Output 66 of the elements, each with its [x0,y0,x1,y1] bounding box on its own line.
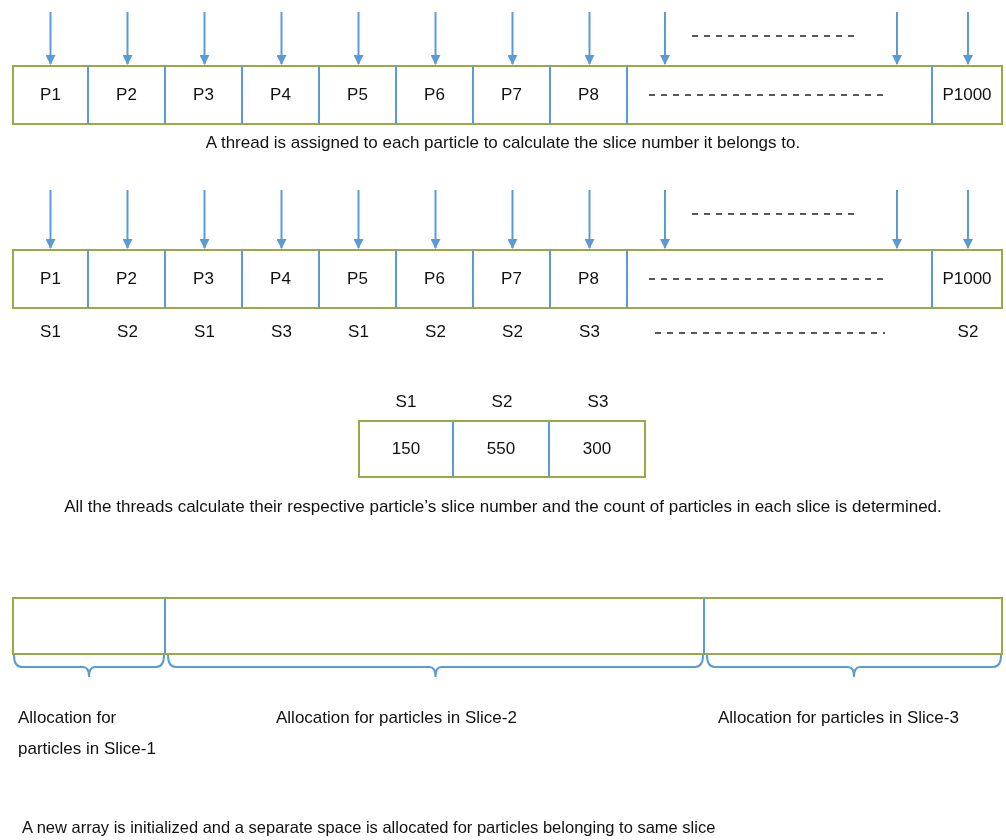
arrow [507,11,518,65]
array-cell: P1 [12,65,89,125]
arrow [353,189,364,249]
array-segment [12,597,166,655]
slice-label: S1 [193,322,216,342]
caption-text: A thread is assigned to each particle to calculate the slice number it belongs to. [204,132,802,154]
slice-header: S1 [394,392,418,412]
array-cell: P4 [243,249,320,309]
caption-text: A new array is initialized and a separate space is allocated for particles belonging to same slice [22,817,717,838]
array-cell [628,65,933,125]
arrow [45,189,56,249]
slice-label: S3 [578,322,601,342]
array-cell: P1 [12,249,89,309]
slice-label: S2 [116,322,139,342]
allocation-label: Allocation for particles in Slice-1 [18,707,157,760]
array-cell: P3 [166,249,243,309]
array-cell: P6 [397,249,474,309]
slice-label: S2 [424,322,447,342]
arrow [660,11,670,65]
arrow [430,11,441,65]
allocation-label: Allocation for particles in Slice-3 [718,707,960,729]
arrow [276,189,287,249]
array-cell: P5 [320,65,397,125]
array-cell: P7 [474,249,551,309]
count-cell: 150 [358,420,454,478]
array-cell: P2 [89,65,166,125]
arrow [199,11,210,65]
allocation-label: Allocation for particles in Slice-2 [276,707,518,729]
array-cell [628,249,933,309]
slice-label: S2 [956,322,980,342]
arrow [892,189,902,249]
arrow [584,189,595,249]
arrow [353,11,364,65]
array-segment [705,597,1003,655]
slice-label: S3 [270,322,293,342]
slice-header: S2 [490,392,514,412]
arrow [660,189,670,249]
array-cell: P1000 [933,65,1003,125]
arrow [507,189,518,249]
arrow [122,189,133,249]
arrow [584,11,595,65]
array-cell: P8 [551,249,628,309]
caption-text: All the threads calculate their respective particle’s slice number and the count of particles in each slice is determined. [63,496,943,518]
array-cell: P5 [320,249,397,309]
count-cell: 550 [454,420,550,478]
array-segment [166,597,705,655]
arrow [963,11,973,65]
arrow [430,189,441,249]
array-cell: P7 [474,65,551,125]
arrow [45,11,56,65]
array-cell: P2 [89,249,166,309]
arrow [892,11,902,65]
array-cell: P4 [243,65,320,125]
slice-label: S1 [39,322,62,342]
array-cell: P8 [551,65,628,125]
slice-label: S2 [501,322,524,342]
count-cell: 300 [550,420,646,478]
array-cell: P1000 [933,249,1003,309]
slice-label: S1 [347,322,370,342]
arrow [122,11,133,65]
arrow [199,189,210,249]
arrow [963,189,973,249]
arrow [276,11,287,65]
slice-header: S3 [586,392,610,412]
array-cell: P3 [166,65,243,125]
array-cell: P6 [397,65,474,125]
